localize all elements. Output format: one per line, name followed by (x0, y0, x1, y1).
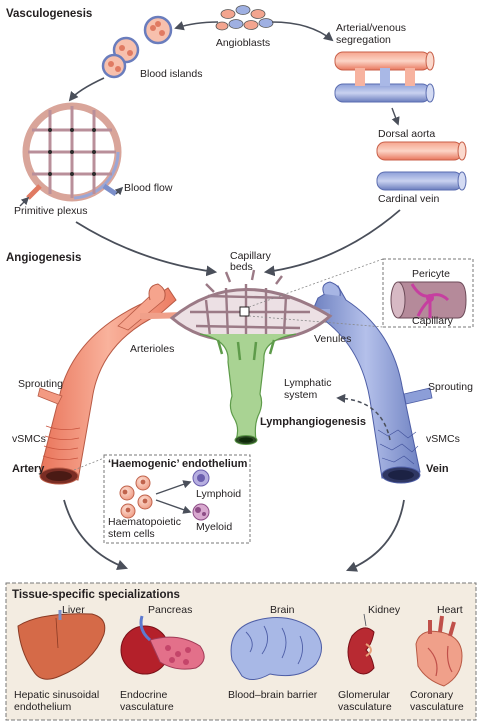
label-haemogenic-title: ‘Haemogenic’ endothelium (108, 458, 248, 470)
label-coronary-2: vasculature (410, 701, 464, 713)
label-vsmcs-left: vSMCs (12, 433, 46, 445)
angioblasts-cluster (215, 5, 274, 31)
cardinal-vein-vessel (376, 171, 467, 191)
arrow-segregation-to-aorta (391, 107, 400, 126)
label-angioblasts: Angioblasts (216, 37, 270, 49)
label-glomerular-1: Glomerular (338, 689, 390, 701)
label-hepatic-1: Hepatic sinusoidal (14, 689, 99, 701)
label-arterioles: Arterioles (130, 343, 174, 355)
label-venules: Venules (314, 333, 351, 345)
pancreas-illustration (120, 615, 205, 675)
label-segregation-2: segregation (336, 34, 391, 46)
label-segregation-1: Arterial/venous (336, 22, 406, 34)
arrow-vein-to-tissue (346, 499, 405, 572)
label-coronary-1: Coronary (410, 689, 454, 701)
heart-illustration (415, 615, 463, 687)
section-title-vasculogenesis: Vasculogenesis (6, 8, 92, 20)
arrow-plexus-to-capillary-beds (75, 221, 218, 277)
label-hepatic-2: endothelium (14, 701, 71, 713)
label-lymphatic-2: system (284, 389, 318, 401)
kidney-illustration (347, 613, 375, 675)
label-primitive-plexus: Primitive plexus (14, 205, 88, 217)
arrow-angioblasts-to-islands (174, 21, 219, 31)
arrow-artery-to-tissue (63, 499, 129, 571)
primitive-plexus-network (19, 102, 124, 207)
label-sprouting-left: Sprouting (18, 378, 63, 390)
label-pericyte: Pericyte (412, 268, 450, 280)
label-heart: Heart (437, 604, 463, 616)
label-capillary: Capillary (412, 315, 454, 327)
label-blood-islands: Blood islands (140, 68, 202, 80)
section-title-angiogenesis: Angiogenesis (6, 252, 81, 264)
haemogenic-endothelium-box (73, 454, 251, 544)
arrow-islands-to-plexus (68, 77, 105, 102)
label-lymphatic-1: Lymphatic (284, 377, 331, 389)
label-liver: Liver (62, 604, 85, 616)
section-title-tissue: Tissue-specific specializations (12, 589, 180, 601)
arrow-vein-to-lymphatic (336, 393, 391, 441)
dorsal-aorta-vessel (376, 141, 467, 161)
label-kidney: Kidney (368, 604, 401, 616)
label-bbb: Blood–brain barrier (228, 689, 318, 701)
label-stem-cells-1: Haematopoietic (108, 516, 181, 528)
arterial-venous-segregation-vessels (334, 51, 435, 103)
label-glomerular-2: vasculature (338, 701, 392, 713)
label-stem-cells-2: stem cells (108, 528, 155, 540)
label-capillary-beds-2: beds (230, 261, 253, 273)
label-capillary-beds-1: Capillary (230, 250, 272, 262)
label-endocrine-2: vasculature (120, 701, 174, 713)
arrow-vessels-to-capillary-beds (263, 209, 401, 277)
label-pancreas: Pancreas (148, 604, 192, 616)
capillary-bed-network (169, 269, 333, 342)
liver-illustration (17, 610, 106, 680)
pericyte-inset (248, 258, 474, 328)
label-myeloid: Myeloid (196, 521, 232, 533)
artery-vessel (37, 283, 231, 485)
label-artery: Artery (12, 463, 45, 475)
label-sprouting-right: Sprouting (428, 381, 473, 393)
blood-islands-icon (101, 15, 173, 79)
label-vein: Vein (426, 463, 449, 475)
lymphatic-vessel (199, 333, 297, 445)
label-dorsal-aorta: Dorsal aorta (378, 128, 435, 140)
label-endocrine-1: Endocrine (120, 689, 167, 701)
arrow-angioblasts-to-segregation (271, 21, 334, 42)
label-lymphangiogenesis: Lymphangiogenesis (260, 416, 366, 428)
label-blood-flow: Blood flow (124, 182, 173, 194)
label-brain: Brain (270, 604, 295, 616)
label-lymphoid: Lymphoid (196, 488, 241, 500)
label-cardinal-vein: Cardinal vein (378, 193, 439, 205)
label-vsmcs-right: vSMCs (426, 433, 460, 445)
brain-illustration (230, 617, 322, 680)
